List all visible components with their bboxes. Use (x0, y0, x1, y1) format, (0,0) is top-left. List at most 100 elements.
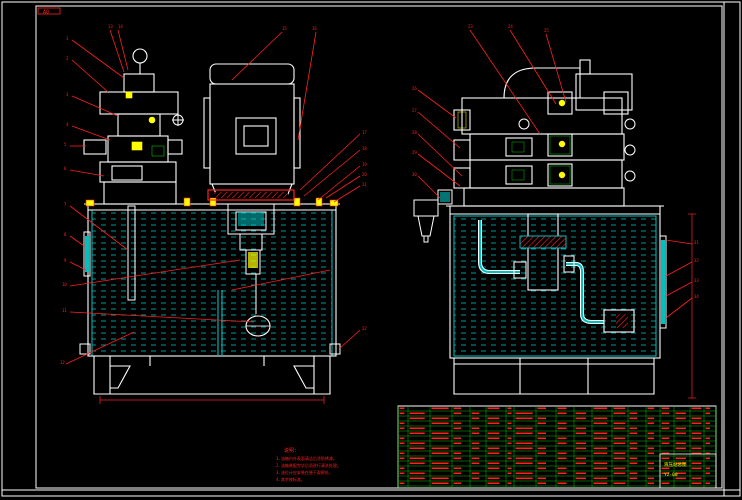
table-cell-mark (453, 437, 461, 440)
table-cell-mark (487, 482, 500, 485)
table-cell-mark (629, 457, 637, 460)
table-cell-mark (471, 462, 480, 465)
table-cell-mark (507, 472, 512, 475)
table-cell-mark (705, 472, 710, 475)
svg-text:27: 27 (412, 108, 417, 113)
table-cell-mark (705, 422, 710, 425)
svg-text:26: 26 (412, 86, 417, 91)
svg-text:24: 24 (508, 24, 513, 29)
table-cell-mark (487, 417, 500, 420)
table-cell-mark (647, 447, 655, 450)
table-cell-mark (557, 452, 567, 455)
table-cell-mark (471, 447, 480, 450)
table-cell-mark (431, 447, 449, 450)
table-cell-mark (515, 462, 533, 465)
table-cell-mark (453, 427, 461, 430)
table-cell-mark (487, 467, 500, 470)
table-cell-mark (409, 472, 425, 475)
table-cell-mark (431, 407, 449, 410)
title-block: 液压站总图 YZ-00 (397, 405, 717, 489)
table-cell-mark (661, 472, 670, 475)
table-cell-mark (661, 427, 670, 430)
table-cell-mark (575, 427, 586, 430)
title-block-code: YZ-00 (664, 472, 678, 478)
table-cell-mark (537, 462, 546, 465)
table-cell-mark (487, 447, 500, 450)
table-cell-mark (487, 422, 500, 425)
table-cell-mark (471, 477, 480, 480)
svg-text:32: 32 (694, 258, 699, 263)
svg-text:31: 31 (694, 240, 699, 245)
table-cell-mark (537, 432, 546, 435)
table-cell-mark (675, 477, 686, 480)
table-cell-mark (575, 417, 586, 420)
table-cell-mark (675, 472, 686, 475)
svg-text:17: 17 (362, 130, 367, 135)
table-cell-mark (705, 407, 710, 410)
table-cell-mark (661, 407, 670, 410)
table-cell-mark (647, 452, 655, 455)
table-cell-mark (453, 457, 461, 460)
table-cell-mark (661, 467, 670, 470)
table-cell-mark (399, 412, 405, 415)
table-cell-mark (507, 482, 512, 485)
table-cell-mark (575, 447, 586, 450)
side-tank-oil (453, 215, 657, 357)
table-cell-mark (593, 462, 608, 465)
table-cell-mark (629, 442, 637, 445)
svg-text:4: 4 (66, 122, 69, 127)
table-cell-mark (593, 417, 608, 420)
table-cell-mark (691, 467, 702, 470)
table-cell-mark (705, 442, 710, 445)
table-cell-mark (453, 472, 461, 475)
table-cell-mark (613, 427, 626, 430)
table-cell-mark (593, 482, 608, 485)
svg-text:7: 7 (64, 202, 67, 207)
table-cell-mark (453, 422, 461, 425)
table-cell-mark (537, 407, 546, 410)
table-cell-mark (409, 462, 425, 465)
table-cell-mark (507, 442, 512, 445)
table-cell-mark (537, 482, 546, 485)
table-cell-mark (575, 462, 586, 465)
table-cell-mark (691, 437, 702, 440)
table-cell-mark (613, 422, 626, 425)
table-cell-mark (453, 482, 461, 485)
table-cell-mark (593, 407, 608, 410)
table-cell-mark (675, 462, 686, 465)
table-cell-mark (661, 482, 670, 485)
table-cell-mark (593, 437, 608, 440)
table-cell-mark (575, 432, 586, 435)
table-cell-mark (661, 452, 670, 455)
svg-text:28: 28 (412, 130, 417, 135)
table-cell-mark (453, 407, 461, 410)
table-cell-mark (661, 442, 670, 445)
note-line-2: 2.油箱装配完毕后须进行清洗处理。 (276, 462, 341, 468)
table-cell-mark (575, 442, 586, 445)
table-cell-mark (705, 457, 710, 460)
table-cell-mark (507, 427, 512, 430)
table-cell-mark (471, 417, 480, 420)
table-cell-mark (409, 417, 425, 420)
corner-tag-box (37, 7, 61, 15)
table-cell-mark (613, 452, 626, 455)
table-cell-mark (453, 412, 461, 415)
table-cell-mark (399, 437, 405, 440)
svg-text:8: 8 (64, 232, 67, 237)
table-cell-mark (593, 477, 608, 480)
table-cell-mark (507, 422, 512, 425)
table-cell-mark (613, 407, 626, 410)
table-cell-mark (647, 462, 655, 465)
table-cell-mark (487, 477, 500, 480)
table-cell-mark (487, 462, 500, 465)
table-cell-mark (515, 427, 533, 430)
table-cell-mark (557, 407, 567, 410)
table-cell-mark (675, 442, 686, 445)
table-cell-mark (431, 482, 449, 485)
table-cell-mark (399, 422, 405, 425)
table-cell-mark (647, 407, 655, 410)
table-cell-mark (409, 457, 425, 460)
table-cell-mark (691, 477, 702, 480)
table-cell-mark (453, 452, 461, 455)
